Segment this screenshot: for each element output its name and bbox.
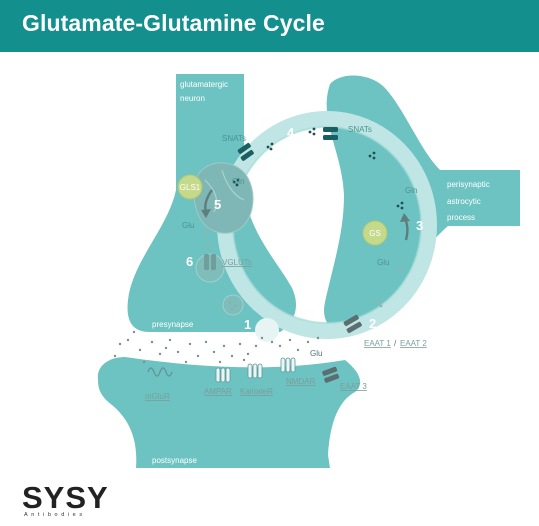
snat-transporter-right: [323, 127, 338, 140]
eaat-separator: /: [394, 339, 397, 348]
vesicle: [195, 253, 225, 283]
glu-cleft-label: Glu: [310, 349, 322, 358]
postsynapse-label: postsynapse: [152, 456, 197, 465]
gls1-enzyme: [177, 174, 203, 200]
ampar-receptor: [215, 367, 231, 383]
snat-transporter-left: [237, 142, 254, 161]
snats-left-label: SNATs: [222, 134, 246, 143]
vgluts-label: VGLUTs: [222, 258, 252, 267]
vesicle-bottom: [222, 294, 244, 316]
vglut-transporter: [204, 254, 216, 270]
kainater-label: KainateR: [240, 387, 273, 396]
logo-tagline: Antibodies: [24, 512, 86, 518]
glu-right-label: Glu: [377, 258, 389, 267]
gln-to-glu-arrowhead: [201, 209, 211, 218]
astrocyte-label-line3: process: [447, 213, 475, 222]
glu-to-gln-arrowhead: [400, 213, 410, 222]
eaat1-label: EAAT 1: [364, 339, 391, 348]
gs-label: GS: [369, 229, 381, 238]
cycle-diagram: GLS1 GS: [97, 74, 520, 468]
eaat12-transporter: [343, 314, 362, 334]
nmdar-label: NMDAR: [286, 377, 316, 386]
mglur-receptor: [147, 367, 173, 377]
page-title: Glutamate-Glutamine Cycle: [22, 10, 325, 36]
step-6: 6: [186, 254, 193, 269]
eaat2-label: EAAT 2: [400, 339, 427, 348]
snats-right-label: SNATs: [348, 125, 372, 134]
ampar-label: AMPAR: [204, 387, 232, 396]
step-4: 4: [287, 125, 295, 140]
release-vesicle: [255, 318, 279, 342]
mitochondrion: [193, 162, 254, 234]
gln-molecules: [232, 127, 404, 210]
nmdar-receptor: [280, 357, 296, 373]
step-1: 1: [244, 317, 251, 332]
postsynapse-cell: [97, 357, 361, 468]
title-bar: Glutamate-Glutamine Cycle: [0, 0, 539, 52]
glu-molecules: [202, 228, 404, 308]
neuron-label-line1: glutamatergic: [180, 80, 228, 89]
gln-left-label: Gln: [232, 177, 244, 186]
step-2: 2: [369, 316, 376, 331]
gls1-label: GLS1: [180, 183, 201, 192]
kainater-receptor: [247, 363, 263, 379]
gln-right-label: Gln: [405, 186, 417, 195]
cleft-glutamate: [113, 330, 320, 364]
step-5: 5: [214, 197, 221, 212]
sysy-logo: SYSY Antibodies: [22, 480, 109, 518]
logo-wordmark: SYSY: [22, 480, 109, 515]
presynapse-label: presynapse: [152, 320, 194, 329]
eaat3-label: EAAT 3: [340, 382, 367, 391]
astrocyte-label-line1: perisynaptic: [447, 180, 490, 189]
eaat3-transporter: [322, 366, 340, 383]
gs-enzyme: [362, 220, 388, 246]
neuron-label-line2: neuron: [180, 94, 205, 103]
glu-left-label: Glu: [182, 221, 194, 230]
step-3: 3: [416, 218, 423, 233]
astrocyte-label-line2: astrocytic: [447, 197, 481, 206]
mglur-label: mGluR: [145, 392, 170, 401]
